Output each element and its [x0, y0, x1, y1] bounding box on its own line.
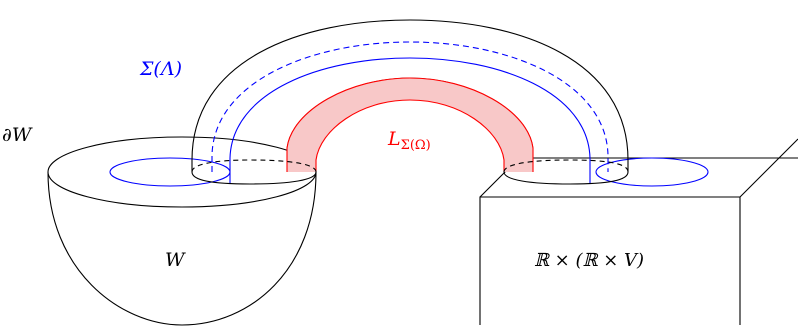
lagrangian-main: L: [387, 128, 401, 150]
symplectization-box: [479, 138, 798, 325]
filling-w: [47, 136, 317, 326]
left-foot-back: [191, 159, 317, 173]
handle-arch: [191, 19, 629, 185]
lagrangian-subscript: Σ(Ω): [401, 138, 431, 153]
box-front-face: [479, 196, 741, 325]
filling-label: W: [165, 249, 186, 271]
box-right-edge: [739, 138, 798, 198]
lagrangian-inner-curve: [315, 99, 505, 172]
right-legendrian-loop: [595, 157, 709, 187]
sigma-label: Σ(Λ): [139, 58, 182, 80]
boundary-label: ∂W: [2, 124, 33, 146]
left-foot-front: [191, 171, 317, 185]
outer-arch: [191, 19, 629, 172]
sigma-dashed-curve: [211, 41, 609, 172]
lagrangian-label: LΣ(Ω): [387, 128, 431, 153]
lagrangian-band: [287, 78, 533, 172]
right-foot-back: [503, 159, 629, 173]
right-foot-front: [503, 171, 629, 185]
filling-bowl: [47, 171, 317, 326]
sigma-solid-curve: [229, 57, 591, 184]
lagrangian-outer-curve: [286, 77, 534, 172]
filling-top-ellipse: [47, 136, 317, 208]
symplectization-label: ℝ × (ℝ × V): [534, 250, 644, 271]
